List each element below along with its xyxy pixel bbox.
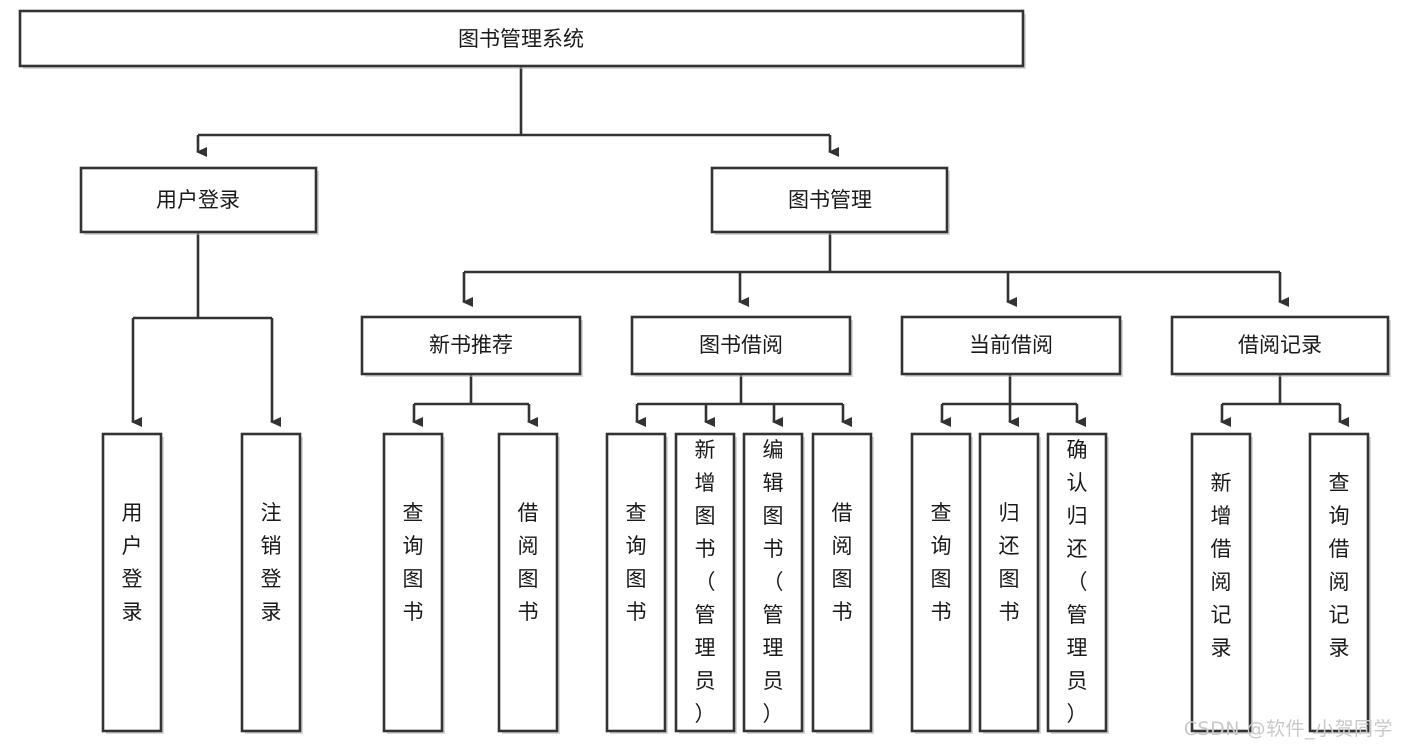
leaf-newbook-borrow-label: 借阅图书 (518, 501, 539, 624)
leaf-borrow-edit-label: 编辑图书（管理员） (763, 438, 784, 726)
leaf-borrow-book[interactable]: 借阅图书 (811, 432, 874, 734)
leaf-current-query-label: 查询图书 (931, 501, 952, 624)
leaf-borrow-edit[interactable]: 编辑图书（管理员） (742, 432, 805, 734)
node-borrow-record-label: 借阅记录 (1238, 333, 1322, 357)
leaf-record-query-label: 查询借阅记录 (1329, 471, 1350, 660)
node-book-borrow[interactable]: 图书借阅 (630, 315, 853, 377)
node-root-label: 图书管理系统 (458, 27, 584, 51)
node-book-manage[interactable]: 图书管理 (710, 166, 950, 235)
node-current-borrow[interactable]: 当前借阅 (900, 315, 1123, 377)
leaf-current-return[interactable]: 归还图书 (978, 432, 1041, 734)
leaf-logout-label: 注销登录 (261, 501, 282, 624)
leaf-borrow-add[interactable]: 新增图书（管理员） (674, 432, 737, 734)
leaf-borrow-book-label: 借阅图书 (832, 501, 853, 624)
leaf-current-confirm[interactable]: 确认归还（管理员） (1046, 432, 1109, 734)
leaf-record-add[interactable]: 新增借阅记录 (1190, 432, 1253, 734)
leaf-newbook-borrow[interactable]: 借阅图书 (497, 432, 560, 734)
leaf-record-query[interactable]: 查询借阅记录 (1308, 432, 1371, 734)
node-new-book[interactable]: 新书推荐 (360, 315, 583, 377)
node-current-borrow-label: 当前借阅 (969, 333, 1053, 357)
leaf-borrow-query[interactable]: 查询图书 (605, 432, 668, 734)
leaf-user-login-label: 用户登录 (122, 501, 143, 624)
leaf-borrow-add-label: 新增图书（管理员） (695, 438, 716, 726)
connectors (131, 66, 1349, 427)
leaf-newbook-query-label: 查询图书 (403, 501, 424, 624)
leaf-logout[interactable]: 注销登录 (240, 432, 303, 734)
leaf-record-add-label: 新增借阅记录 (1211, 471, 1232, 660)
leaf-borrow-query-label: 查询图书 (626, 501, 647, 624)
node-user-login-label: 用户登录 (156, 188, 240, 212)
node-book-borrow-label: 图书借阅 (699, 333, 783, 357)
node-borrow-record[interactable]: 借阅记录 (1170, 315, 1391, 377)
leaf-newbook-query[interactable]: 查询图书 (382, 432, 445, 734)
node-book-manage-label: 图书管理 (788, 188, 872, 212)
leaf-current-return-label: 归还图书 (999, 501, 1020, 624)
leaf-current-query[interactable]: 查询图书 (910, 432, 973, 734)
leaf-current-confirm-label: 确认归还（管理员） (1067, 438, 1088, 726)
node-user-login[interactable]: 用户登录 (79, 166, 319, 235)
node-root[interactable]: 图书管理系统 (18, 9, 1026, 69)
leaf-user-login[interactable]: 用户登录 (101, 432, 164, 734)
node-new-book-label: 新书推荐 (429, 333, 513, 357)
